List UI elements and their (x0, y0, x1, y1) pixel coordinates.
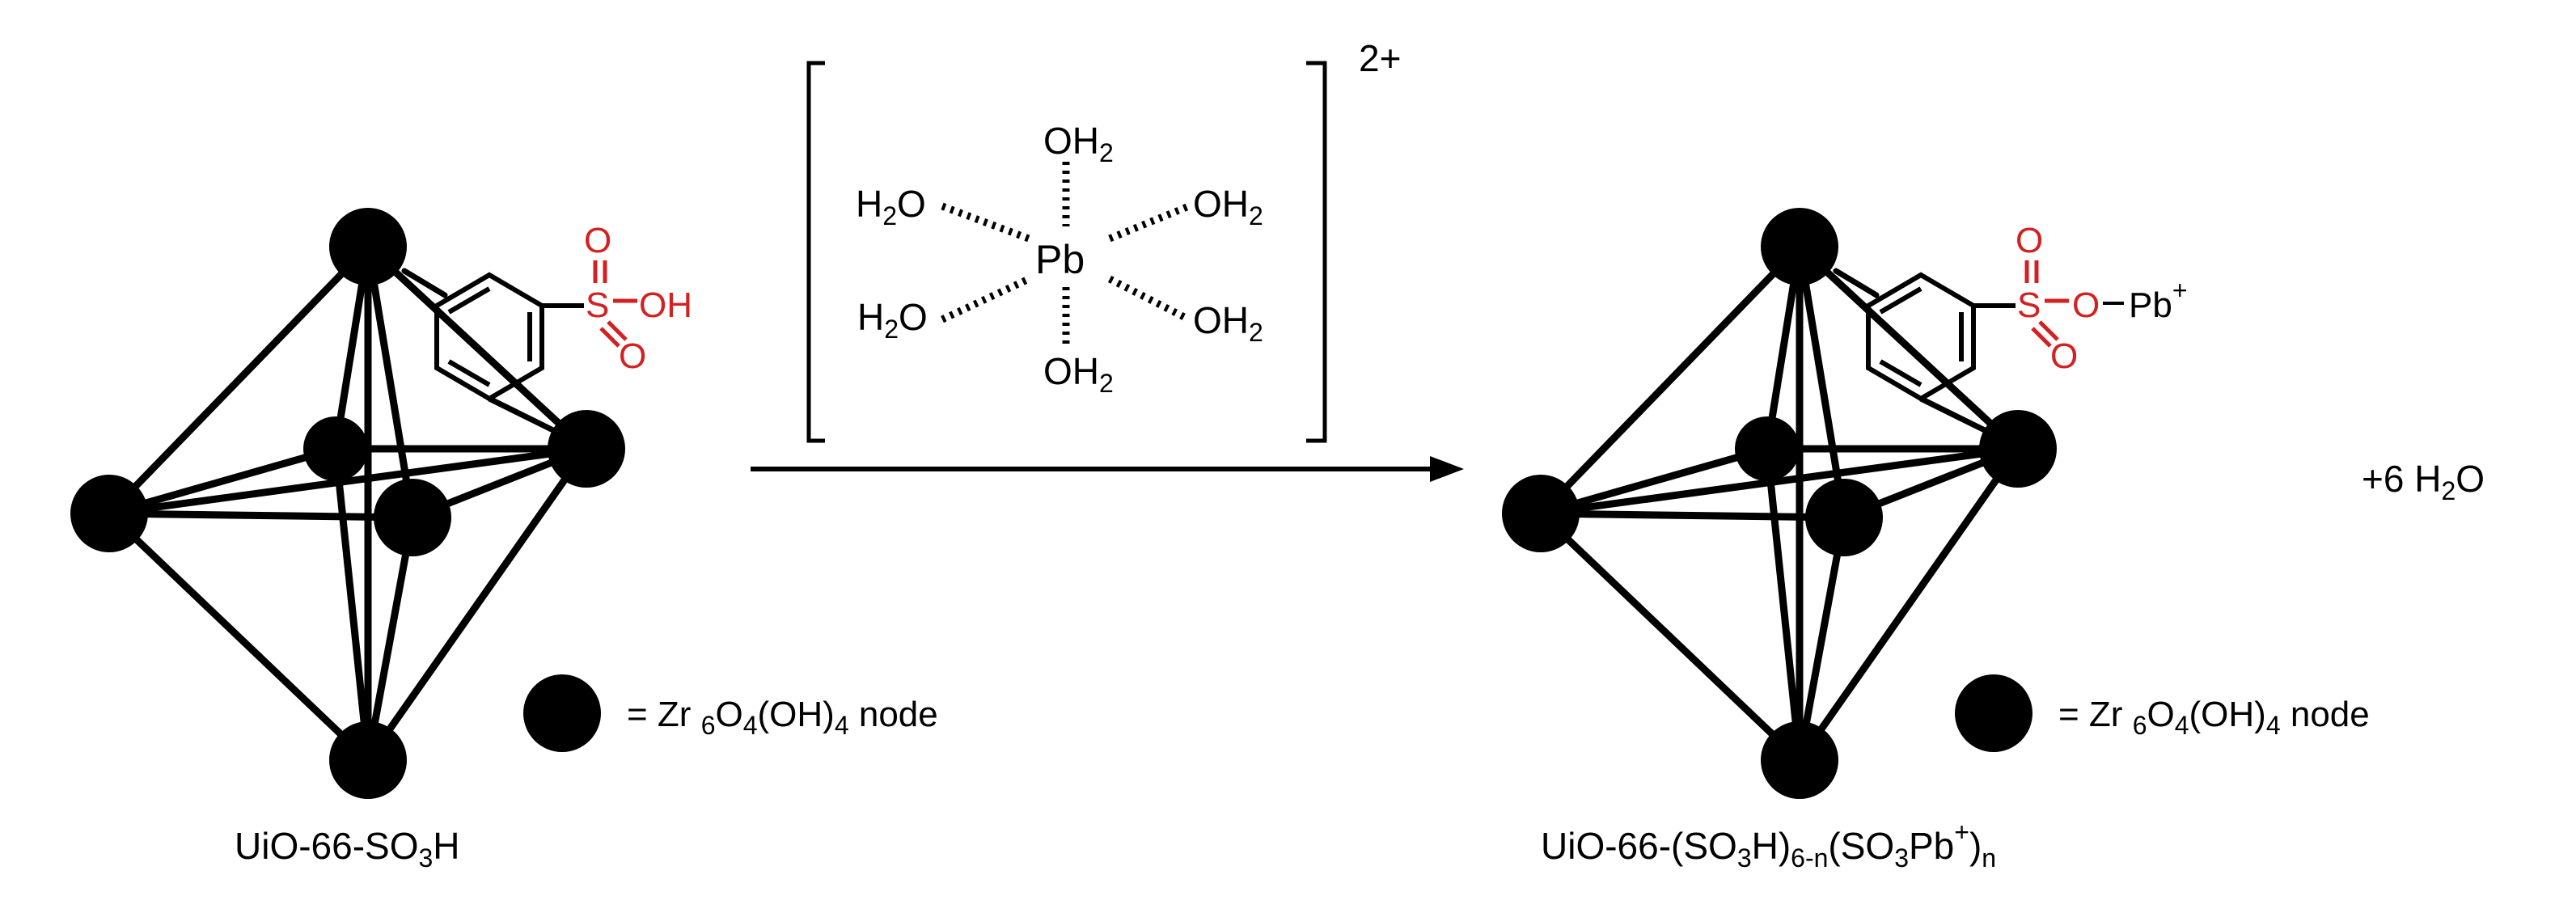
lead-sulfonate-group: O S O Pb+ O (2016, 221, 2188, 376)
left-bracket (806, 61, 825, 443)
formula-part: O (2147, 695, 2174, 734)
octahedron-edges (105, 243, 590, 764)
zr-node (70, 475, 148, 552)
formula-part: 4 (2266, 711, 2281, 740)
zr-node (374, 479, 451, 556)
formula-part: UiO-66-(SO (1541, 825, 1737, 867)
product-label: UiO-66-(SO3H)6-n(SO3Pb+)n (1541, 818, 1996, 873)
formula-part: O (715, 695, 742, 734)
right-bracket (1306, 61, 1327, 443)
water-ligand-bottom: OH2 (1043, 350, 1114, 398)
zr-node (329, 208, 407, 285)
zr-nodes (70, 208, 625, 799)
formula-part: 3 (1894, 843, 1909, 873)
sulfonic-o-top: O (584, 221, 611, 260)
sulfonate-o-top: O (2016, 221, 2043, 260)
node-legend: = Zr 6O4(OH)4 node (523, 674, 938, 752)
reactant-mof: O S OH O = Zr 6O4(OH)4 node UiO-66-SO3H (70, 208, 938, 873)
formula-part: 3 (1737, 843, 1752, 873)
formula-part: + (1954, 818, 1969, 847)
formula-part: H) (1752, 825, 1791, 867)
water-ligand-upper-left: H2O (856, 183, 926, 230)
formula-part: 4 (2175, 711, 2189, 740)
formula-part: 6 (701, 711, 716, 740)
sulfonic-oh: OH (639, 285, 692, 325)
legend-text: = Zr 6O4(OH)4 node (627, 695, 938, 740)
water-ligand-upper-right: OH2 (1193, 183, 1263, 230)
legend-node-symbol (523, 674, 601, 752)
lead-aqua-complex: 2+ Pb OH2 H2O OH2 H2O OH2 OH2 (806, 37, 1401, 443)
zr-node (1502, 475, 1580, 552)
water-ligand-lower-right: OH2 (1193, 299, 1263, 347)
formula-part: Pb (1909, 825, 1954, 867)
sulfonate-s: S (2017, 285, 2041, 325)
zr-node (1761, 208, 1838, 285)
water-ligand-top: OH2 (1043, 120, 1114, 167)
lead-cation: Pb+ (2129, 276, 2188, 325)
formula-part: 4 (835, 711, 849, 740)
sulfonic-s: S (586, 285, 609, 325)
zr-node (1735, 416, 1800, 481)
octahedron-edges (1537, 243, 2022, 764)
sulfonate-o-link: O (2072, 285, 2100, 325)
formula-part: (OH) (758, 695, 835, 734)
formula-part: n (1982, 843, 1996, 873)
zr-node (329, 721, 407, 799)
sulfonate-o-bottom: O (2050, 336, 2078, 376)
sulfonic-acid-group: O S OH O (584, 221, 692, 376)
formula-part: node (849, 695, 938, 734)
lead-center: Pb (1035, 237, 1085, 282)
product-mof: O S O Pb+ O = Zr 6O4(OH)4 node (1502, 208, 2370, 799)
zr-node (548, 410, 625, 488)
benzene-ring (401, 268, 584, 440)
formula-part: 6-n (1791, 843, 1828, 873)
zr-node (1805, 479, 1883, 556)
reactant-label: UiO-66-SO3H (235, 825, 460, 873)
formula-part: (OH) (2189, 695, 2266, 734)
formula-part: ) (1969, 825, 1982, 867)
benzene-ring (1833, 268, 2016, 440)
water-ligand-lower-left: H2O (857, 296, 928, 344)
sulfonic-o-bottom: O (619, 336, 646, 376)
zr-node (1979, 410, 2057, 488)
formula-part: 4 (743, 711, 758, 740)
legend-text: = Zr 6O4(OH)4 node (2058, 695, 2370, 740)
formula-part: node (2281, 695, 2370, 734)
reaction-arrow (751, 456, 1464, 482)
zr-node (1761, 721, 1838, 799)
water-byproduct: +6 H2O (2362, 458, 2485, 505)
complex-charge: 2+ (1359, 37, 1401, 79)
legend-node-symbol (1955, 674, 2032, 752)
zr-node (303, 416, 368, 481)
formula-part: (SO (1828, 825, 1894, 867)
zr-nodes (1502, 208, 2057, 799)
formula-part: 6 (2133, 711, 2147, 740)
node-legend: = Zr 6O4(OH)4 node (1955, 674, 2370, 752)
